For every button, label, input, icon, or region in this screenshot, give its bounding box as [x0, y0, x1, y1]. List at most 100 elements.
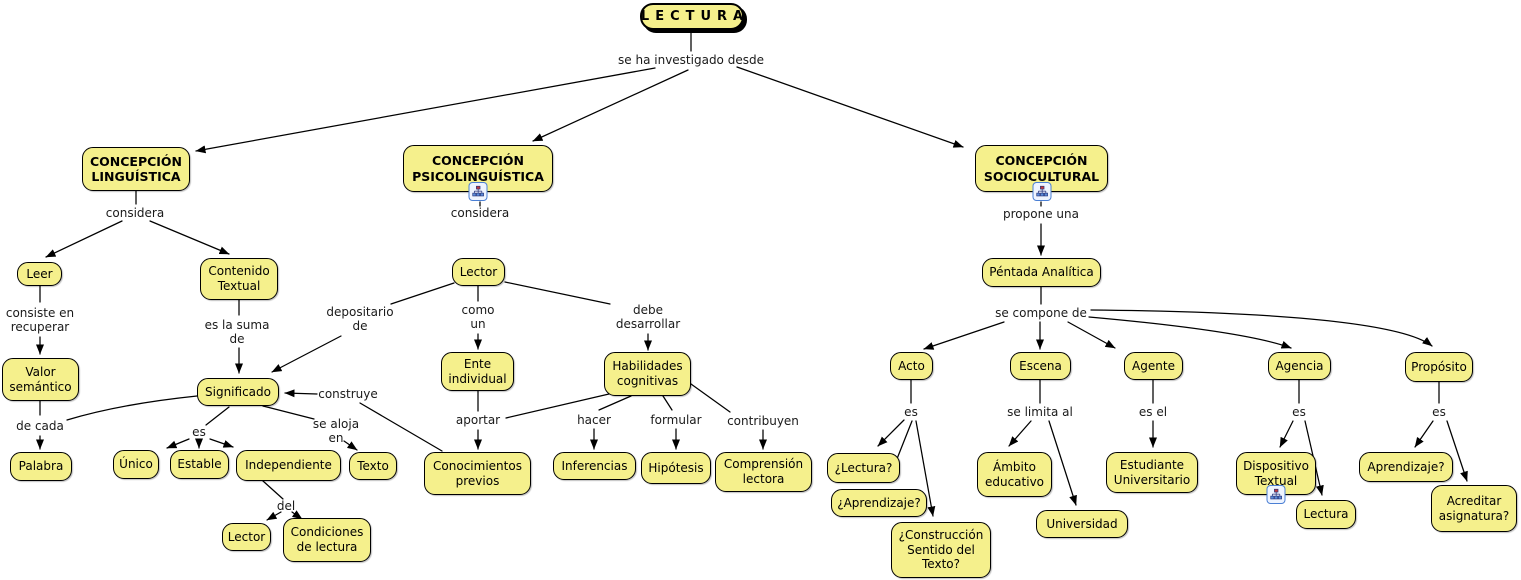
- link-label-se-compone-de[interactable]: se compone de: [995, 305, 1087, 320]
- link-label-construye[interactable]: construye: [318, 386, 378, 401]
- link-label-es-la-suma-de[interactable]: es la suma de: [204, 317, 270, 346]
- concept-node-conocimientos-previos[interactable]: Conocimientos previos: [424, 452, 531, 495]
- concept-node-estable[interactable]: Estable: [170, 450, 229, 479]
- link-label-depositario-de[interactable]: depositario de: [326, 304, 394, 333]
- concept-node-construccion-sentido[interactable]: ¿Construcción Sentido del Texto?: [891, 522, 991, 578]
- concept-node-lectura-root[interactable]: LECTURA: [640, 3, 744, 30]
- concept-node-leer[interactable]: Leer: [17, 262, 62, 286]
- edge-line: [1446, 420, 1468, 482]
- edge-line: [262, 480, 284, 500]
- concept-node-ambito-educativo[interactable]: Ámbito educativo: [977, 452, 1052, 497]
- concept-node-estudiante-universitario[interactable]: Estudiante Universitario: [1106, 452, 1198, 493]
- concept-node-dispositivo-textual[interactable]: Dispositivo Textual: [1236, 452, 1316, 504]
- concept-node-valor-semantico[interactable]: Valor semántico: [2, 358, 79, 401]
- concept-node-hipotesis[interactable]: Hipótesis: [641, 452, 711, 484]
- link-label-es-4[interactable]: es: [1432, 404, 1446, 419]
- concept-node-lector-condicion[interactable]: Lector: [222, 523, 271, 551]
- concept-node-universidad[interactable]: Universidad: [1036, 510, 1128, 538]
- edge-line: [662, 395, 673, 411]
- concept-node-concepcion-sociocultural[interactable]: CONCEPCIÓN SOCIOCULTURAL: [975, 145, 1108, 201]
- concept-node-label: Comprensión lectora: [723, 457, 804, 486]
- concept-node-label: ¿Lectura?: [834, 460, 893, 475]
- concept-node-ente-individual[interactable]: Ente individual: [441, 352, 514, 391]
- concept-node-label: Independiente: [245, 458, 332, 473]
- concept-node-acreditar-asignatura[interactable]: Acreditar asignatura?: [1431, 485, 1517, 532]
- link-label-es-2[interactable]: es: [904, 404, 918, 419]
- concept-node-lectura-agencia[interactable]: Lectura: [1296, 500, 1356, 529]
- link-label-consiste-en-recuperar[interactable]: consiste en recuperar: [5, 305, 75, 334]
- edge-line: [505, 393, 610, 419]
- concept-node-agente[interactable]: Agente: [1124, 352, 1183, 380]
- link-label-como-un[interactable]: como un: [461, 302, 495, 331]
- concept-node-label: Acto: [898, 358, 925, 373]
- concept-node-texto[interactable]: Texto: [349, 452, 397, 480]
- concept-node-label: Contenido Textual: [208, 264, 270, 293]
- link-label-es-el[interactable]: es el: [1138, 404, 1168, 419]
- concept-node-pentada-analitica[interactable]: Péntada Analítica: [982, 258, 1101, 287]
- concept-node-label: Escena: [1019, 358, 1062, 373]
- concept-node-label: Hipótesis: [648, 460, 704, 475]
- concept-node-escena[interactable]: Escena: [1010, 352, 1071, 380]
- link-label-de-cada[interactable]: de cada: [16, 418, 64, 433]
- concept-node-label: Propósito: [1411, 359, 1467, 374]
- concept-node-aprendizaje-q[interactable]: ¿Aprendizaje?: [831, 489, 927, 517]
- concept-node-label: Ente individual: [448, 356, 507, 386]
- edge-line: [1067, 321, 1116, 349]
- link-label-se-ha-investigado[interactable]: se ha investigado desde: [618, 52, 764, 67]
- link-label-formular[interactable]: formular: [650, 412, 702, 427]
- concept-node-condiciones-de-lectura[interactable]: Condiciones de lectura: [283, 518, 371, 562]
- child-map-icon[interactable]: [1266, 485, 1286, 504]
- concept-node-label: Lector: [227, 529, 266, 544]
- concept-node-label: Inferencias: [561, 458, 628, 473]
- concept-node-contenido-textual[interactable]: Contenido Textual: [200, 258, 278, 300]
- concept-node-acto[interactable]: Acto: [890, 352, 933, 380]
- concept-node-aprendizaje2[interactable]: Aprendizaje?: [1359, 452, 1453, 482]
- link-label-se-aloja-en[interactable]: se aloja en: [312, 416, 360, 445]
- link-label-considera-1[interactable]: considera: [105, 205, 165, 220]
- concept-node-label: LECTURA: [640, 8, 750, 24]
- concept-node-significado[interactable]: Significado: [197, 378, 279, 406]
- concept-node-proposito[interactable]: Propósito: [1405, 352, 1473, 382]
- concept-node-lector[interactable]: Lector: [452, 258, 505, 286]
- concept-node-concepcion-linguistica[interactable]: CONCEPCIÓN LINGUÍSTICA: [82, 147, 190, 191]
- concept-node-label: Estable: [177, 457, 222, 472]
- concept-node-independiente[interactable]: Independiente: [236, 450, 341, 481]
- link-label-es-3[interactable]: es: [1292, 404, 1306, 419]
- link-label-debe-desarrollar[interactable]: debe desarrollar: [615, 302, 681, 331]
- edge-line: [1279, 420, 1294, 448]
- concept-node-label: Estudiante Universitario: [1113, 457, 1191, 487]
- concept-node-lectura-q[interactable]: ¿Lectura?: [827, 453, 900, 483]
- concept-node-palabra[interactable]: Palabra: [10, 452, 72, 481]
- edge-line: [205, 406, 230, 426]
- concept-node-label: Agencia: [1275, 358, 1324, 373]
- link-label-propone-una[interactable]: propone una: [1003, 206, 1079, 221]
- concept-node-label: ¿Construcción Sentido del Texto?: [898, 528, 984, 572]
- concept-node-concepcion-psicolinguistica[interactable]: CONCEPCIÓN PSICOLINGUÍSTICA: [403, 145, 553, 201]
- concept-node-agencia[interactable]: Agencia: [1268, 352, 1331, 380]
- link-label-considera-2[interactable]: considera: [450, 205, 510, 220]
- concept-node-comprension-lectora[interactable]: Comprensión lectora: [715, 452, 812, 492]
- child-map-icon[interactable]: [1032, 182, 1051, 201]
- concept-node-label: Condiciones de lectura: [290, 525, 364, 554]
- link-label-es-1[interactable]: es: [192, 424, 206, 439]
- edge-line: [262, 405, 315, 420]
- concept-node-label: Aprendizaje?: [1367, 459, 1445, 474]
- link-label-se-limita-al[interactable]: se limita al: [1007, 404, 1073, 419]
- edge-line: [1414, 420, 1434, 448]
- edge-line: [343, 440, 358, 451]
- link-label-aportar[interactable]: aportar: [455, 412, 501, 427]
- edge-line: [1008, 420, 1032, 447]
- concept-node-label: CONCEPCIÓN SOCIOCULTURAL: [983, 153, 1100, 184]
- child-map-icon[interactable]: [468, 182, 488, 201]
- link-label-contribuyen[interactable]: contribuyen: [727, 413, 799, 428]
- concept-node-label: Agente: [1132, 358, 1175, 373]
- link-label-del[interactable]: del: [276, 498, 296, 513]
- concept-node-inferencias[interactable]: Inferencias: [553, 452, 636, 480]
- link-label-hacer[interactable]: hacer: [577, 412, 611, 427]
- concept-node-label: Lector: [459, 264, 498, 279]
- concept-node-label: ¿Aprendizaje?: [837, 495, 921, 510]
- concept-node-habilidades-cognitivas[interactable]: Habilidades cognitivas: [604, 352, 691, 396]
- concept-node-unico[interactable]: Único: [113, 450, 159, 479]
- concept-node-label: Conocimientos previos: [433, 458, 522, 488]
